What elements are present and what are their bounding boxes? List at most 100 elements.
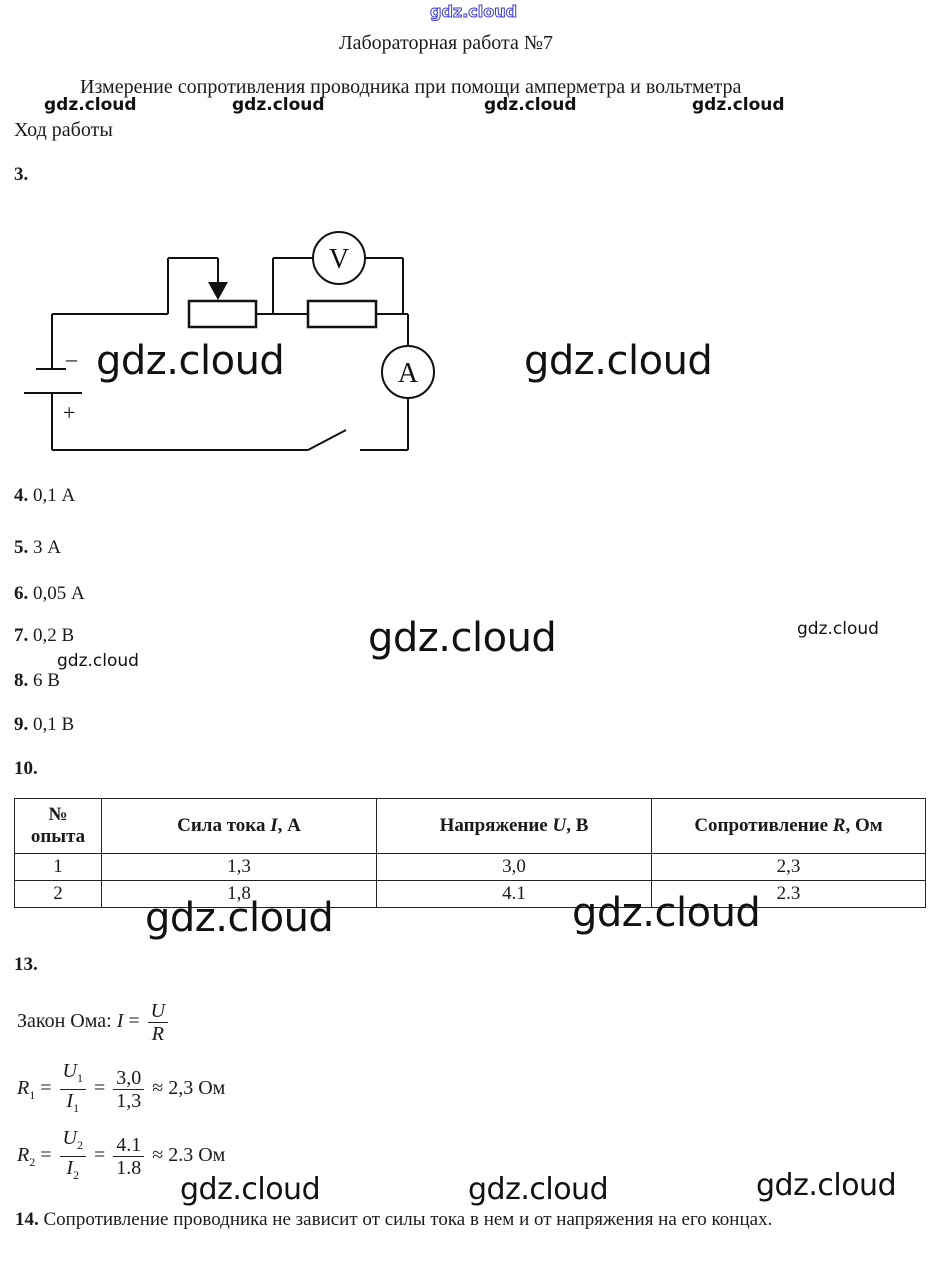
header-current: Сила тока I, А <box>101 798 377 854</box>
header-text: , В <box>566 815 589 836</box>
numerator: 4.1 <box>113 1134 145 1157</box>
item-number: 10. <box>14 758 38 779</box>
header-text: Сопротивление <box>694 815 833 836</box>
cell: 4.1 <box>376 880 652 908</box>
numerator: 3,0 <box>113 1067 145 1090</box>
formula-var: R <box>17 1077 30 1100</box>
watermark: gdz.cloud <box>44 95 137 115</box>
item-number: 5. <box>14 537 29 558</box>
item-number: 14. <box>15 1209 39 1230</box>
item-number: 7. <box>14 625 29 646</box>
item-7: 7. 0,2 В <box>14 625 74 647</box>
watermark: gdz.cloud <box>692 95 785 115</box>
subscript: 2 <box>29 1155 36 1170</box>
plus-label: + <box>63 400 75 425</box>
minus-label: – <box>65 346 78 371</box>
cell: 1,8 <box>101 880 377 908</box>
item-number: 4. <box>14 485 29 506</box>
watermark: gdz.cloud <box>180 1172 321 1207</box>
subscript: 2 <box>73 1168 80 1182</box>
header-text: , А <box>277 815 301 836</box>
watermark: gdz.cloud <box>96 338 285 384</box>
formula-label: Закон Ома: <box>17 1010 117 1033</box>
item-answer: 0,1 В <box>28 714 75 735</box>
cell: 2,3 <box>651 853 926 881</box>
item-4: 4. 0,1 А <box>14 485 75 507</box>
formula-var: R <box>17 1144 30 1167</box>
subscript: 1 <box>73 1101 80 1115</box>
resistor <box>306 299 378 329</box>
denominator: 1,3 <box>116 1090 142 1112</box>
subscript: 1 <box>76 1071 83 1085</box>
header-text: Сила тока <box>177 815 271 836</box>
denominator: I <box>66 1090 74 1112</box>
watermark-top: gdz.cloud <box>429 2 518 22</box>
numerator: U <box>62 1060 77 1082</box>
denominator: 1.8 <box>116 1157 142 1179</box>
header-voltage: Напряжение U, В <box>376 798 652 854</box>
item-number: 3. <box>14 164 29 185</box>
section-heading: Ход работы <box>14 119 113 141</box>
item-number: 6. <box>14 583 29 604</box>
header-var: U <box>552 815 567 836</box>
subscript: 2 <box>76 1138 83 1152</box>
item-answer: 6 В <box>28 670 60 691</box>
item-answer: 0,1 А <box>28 485 76 506</box>
item-5: 5. 3 А <box>14 537 61 559</box>
cell: 2 <box>14 880 102 908</box>
item-number: 8. <box>14 670 29 691</box>
cell: 1 <box>14 853 102 881</box>
watermark: gdz.cloud <box>232 95 325 115</box>
denominator: R <box>151 1023 164 1045</box>
item-answer: 3 А <box>28 537 61 558</box>
watermark: gdz.cloud <box>797 619 879 639</box>
watermark: gdz.cloud <box>368 615 557 661</box>
table-row: 2 1,8 4.1 2.3 <box>14 880 926 908</box>
subscript: 1 <box>29 1088 36 1103</box>
numerator: U <box>62 1127 77 1149</box>
formula-var: I <box>116 1010 124 1033</box>
formula-result: ≈ 2.3 Ом <box>152 1144 226 1167</box>
header-text: Напряжение <box>439 815 553 836</box>
cell: 3,0 <box>376 853 652 881</box>
item-3: 3. <box>14 164 28 186</box>
header-text: , Ом <box>845 815 883 836</box>
header-resistance: Сопротивление R, Ом <box>651 798 926 854</box>
header-var: I <box>270 815 278 836</box>
ammeter-label: A <box>398 358 419 389</box>
circuit-diagram: V A – + <box>24 231 435 451</box>
watermark: gdz.cloud <box>484 95 577 115</box>
denominator: I <box>66 1157 74 1179</box>
watermark: gdz.cloud <box>468 1172 609 1207</box>
watermark: gdz.cloud <box>57 651 139 671</box>
rheostat <box>187 299 258 329</box>
item-6: 6. 0,05 А <box>14 583 85 605</box>
item-9: 9. 0,1 В <box>14 714 74 736</box>
page-subtitle: Измерение сопротивления проводника при п… <box>80 76 742 98</box>
switch <box>307 429 347 451</box>
rheostat-slider-arrow-icon <box>208 282 228 300</box>
item-8: 8. 6 В <box>14 670 60 692</box>
header-text: опыта <box>30 826 86 847</box>
numerator: U <box>150 1000 166 1022</box>
item-14: 14. Сопротивление проводника не зависит … <box>15 1206 907 1234</box>
item-answer: 0,2 В <box>28 625 75 646</box>
formula-result: ≈ 2,3 Ом <box>152 1077 226 1100</box>
watermark: gdz.cloud <box>145 895 334 941</box>
watermark: gdz.cloud <box>756 1168 897 1203</box>
voltmeter-label: V <box>329 244 349 275</box>
cell: 2.3 <box>651 880 926 908</box>
cell: 1,3 <box>101 853 377 881</box>
item-number: 9. <box>14 714 29 735</box>
table-row: 1 1,3 3,0 2,3 <box>14 853 926 881</box>
header-var: R <box>832 815 846 836</box>
item-10: 10. <box>14 758 38 780</box>
